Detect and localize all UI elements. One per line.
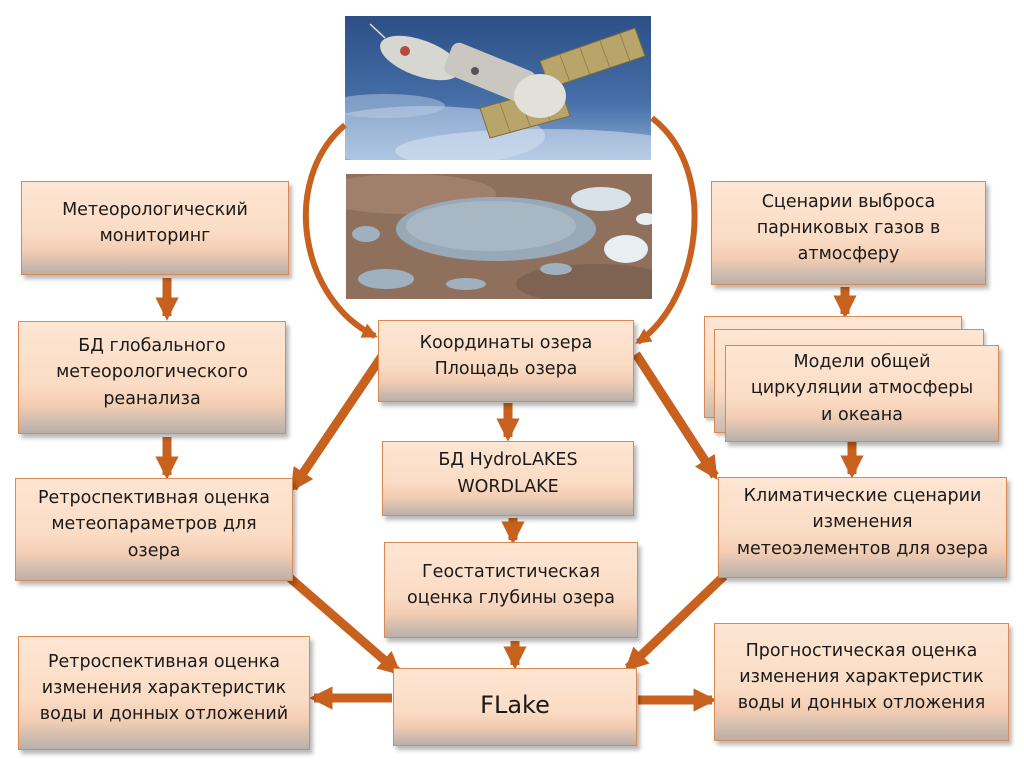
arrow-retro-to-flake [287, 574, 402, 676]
arrow-satellite-to-coords-left [302, 122, 378, 339]
box-gcm-models: Модели общей циркуляции атмосферы и океа… [725, 345, 999, 442]
box-forecast-water: Прогностическая оценка изменения характе… [714, 623, 1009, 741]
box-flake-label: FLake [480, 691, 550, 719]
box-retro-water-label: Ретроспективная оценка изменения характе… [39, 651, 289, 725]
box-flake: FLake [393, 668, 637, 746]
box-retro-water: Ретроспективная оценка изменения характе… [18, 636, 310, 750]
satellite-photo [345, 16, 651, 160]
box-ghg-scenarios-label: Сценарии выброса парниковых газов в атмо… [756, 191, 941, 265]
box-hydrolakes-db: БД HydroLAKES WORDLAKE [382, 441, 634, 516]
arrow-climate-to-flake [624, 572, 728, 672]
box-geostat-depth: Геостатистическая оценка глубины озера [384, 542, 638, 638]
box-hydrolakes-db-label: БД HydroLAKES WORDLAKE [438, 450, 578, 497]
box-met-monitoring: Метеорологический мониторинг [21, 181, 289, 275]
box-retro-meteo: Ретроспективная оценка метеопараметров д… [15, 478, 293, 581]
box-ghg-scenarios: Сценарии выброса парниковых газов в атмо… [711, 181, 986, 285]
box-lake-coords-label: Координаты озера Площадь озера [419, 332, 593, 379]
box-forecast-water-label: Прогностическая оценка изменения характе… [737, 640, 986, 714]
box-retro-meteo-label: Ретроспективная оценка метеопараметров д… [38, 488, 270, 561]
lake-aerial-photo [346, 174, 652, 299]
box-reanalysis-db-label: БД глобального метеорологического реанал… [56, 336, 248, 409]
arrow-satellite-to-coords-right [635, 115, 698, 345]
box-reanalysis-db: БД глобального метеорологического реанал… [18, 321, 286, 434]
box-geostat-depth-label: Геостатистическая оценка глубины озера [406, 561, 616, 608]
arrow-coords-to-climate [632, 351, 719, 480]
box-climate-scenarios-label: Климатические сценарии изменения метеоэл… [736, 486, 989, 559]
box-met-monitoring-label: Метеорологический мониторинг [62, 199, 248, 246]
arrow-coords-to-retro [289, 353, 386, 492]
box-lake-coords: Координаты озера Площадь озера [378, 320, 634, 402]
box-gcm-models-label: Модели общей циркуляции атмосферы и океа… [750, 352, 974, 425]
box-climate-scenarios: Климатические сценарии изменения метеоэл… [718, 477, 1007, 578]
